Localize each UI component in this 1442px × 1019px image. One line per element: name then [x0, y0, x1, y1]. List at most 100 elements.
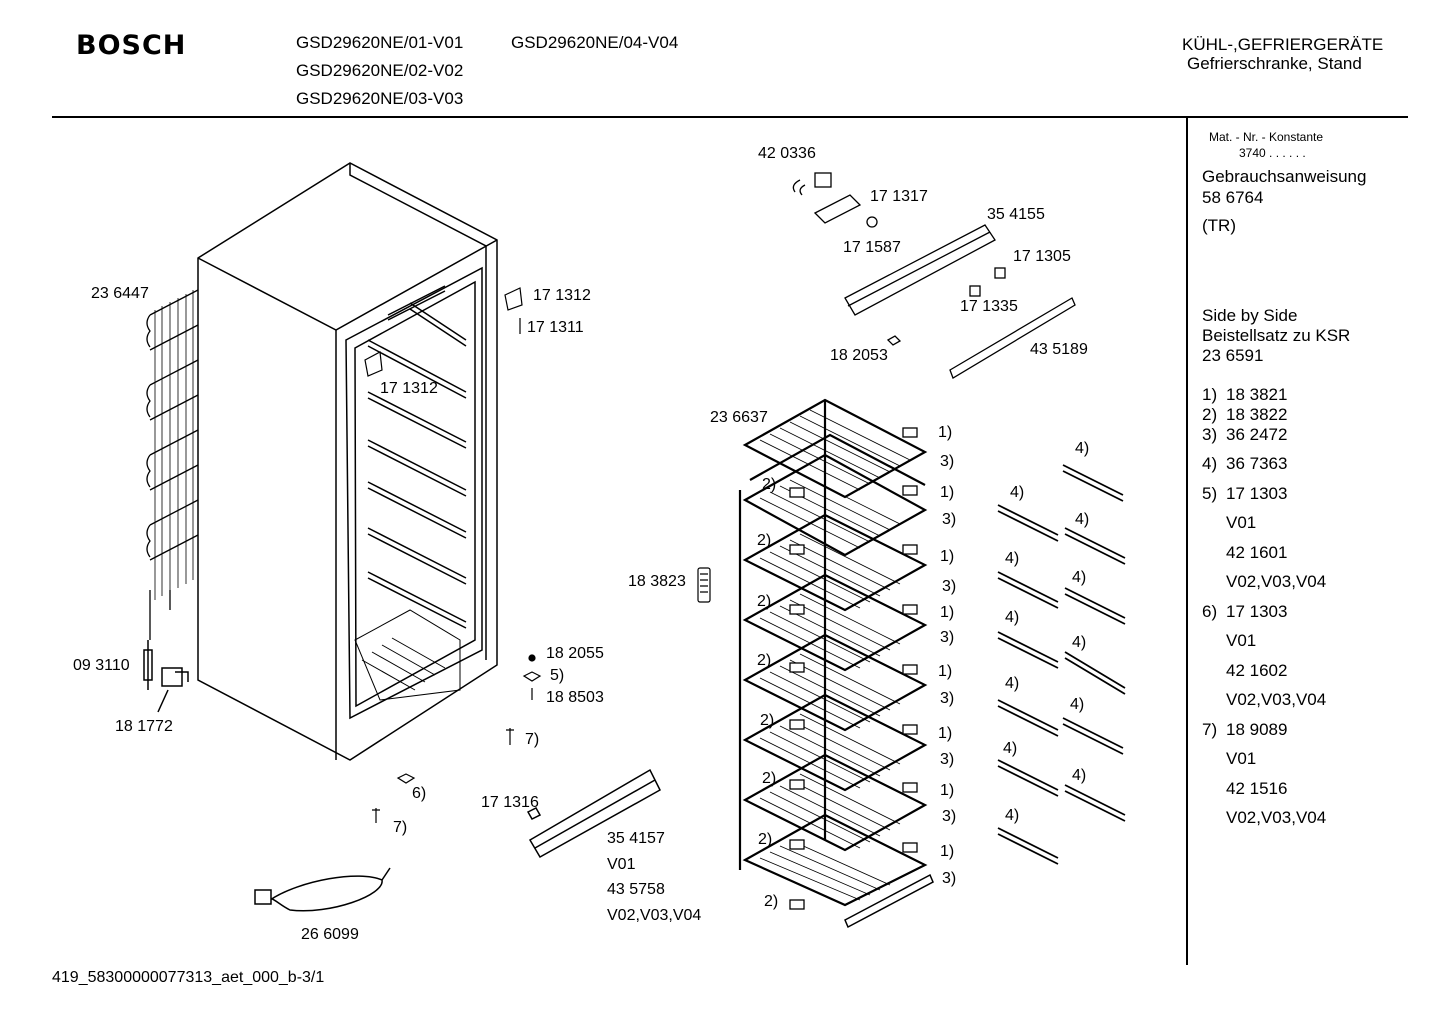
callout-4: 4) [1005, 675, 1020, 692]
footnote-text: 17 1303 [1226, 602, 1288, 621]
part-label: 17 1316 [481, 794, 539, 811]
part-label: 17 1312 [380, 380, 438, 397]
part-label: 23 6637 [710, 409, 768, 426]
manual-lang: (TR) [1202, 216, 1236, 235]
callout-1: 1) [940, 484, 955, 501]
part-label: 18 2055 [546, 645, 604, 662]
footnote-text: 18 3821 [1226, 385, 1288, 404]
footnote-text: 17 1303 [1226, 484, 1288, 503]
part-label: 35 4157 [607, 830, 665, 847]
callout-4: 4) [1010, 484, 1025, 501]
footnote-text: V02,V03,V04 [1226, 690, 1327, 709]
callout-4: 4) [1075, 440, 1090, 457]
footnote-text: V02,V03,V04 [1226, 572, 1327, 591]
footnote-text: 42 1602 [1226, 661, 1288, 680]
manual-label: Gebrauchsanweisung [1202, 167, 1367, 186]
callout-1: 1) [940, 604, 955, 621]
mat-label: Mat. - Nr. - Konstante [1209, 130, 1324, 144]
callout-3: 3) [940, 690, 955, 707]
model-number: GSD29620NE/04-V04 [511, 33, 679, 52]
fridge-cabinet [197, 162, 498, 761]
sensor-parts [143, 640, 189, 713]
part-label: 18 2053 [830, 347, 888, 364]
callout-2: 2) [758, 831, 773, 848]
sbs-line: Beistellsatz zu KSR [1202, 326, 1351, 345]
footnote-num: 6) [1202, 602, 1218, 621]
part-label: 35 4155 [987, 206, 1045, 223]
callout-2: 2) [757, 532, 772, 549]
callout-2: 2) [757, 652, 772, 669]
part-label: 18 8503 [546, 689, 604, 706]
footnote-text: 36 7363 [1226, 454, 1288, 473]
part-label: V01 [607, 856, 636, 873]
callout-3: 3) [942, 808, 957, 825]
callout-2: 2) [764, 893, 779, 910]
callout-2: 2) [762, 770, 777, 787]
footnote-text: V01 [1226, 513, 1257, 532]
sbs-line: Side by Side [1202, 306, 1298, 325]
callout-1: 1) [940, 548, 955, 565]
footnote-num: 2) [1202, 405, 1218, 424]
callout-3: 3) [940, 629, 955, 646]
air-vent [697, 567, 711, 603]
footnote-num: 3) [1202, 425, 1218, 444]
part-label: V02,V03,V04 [607, 907, 702, 924]
part-label: 26 6099 [301, 926, 359, 943]
callout-4: 4) [1003, 740, 1018, 757]
callout-4: 4) [1070, 696, 1085, 713]
sbs-line: 23 6591 [1202, 346, 1264, 365]
part-label: 17 1587 [843, 239, 901, 256]
subcategory-title: Gefrierschranke, Stand [1187, 54, 1362, 73]
small-parts [372, 654, 542, 823]
callout-4: 4) [1072, 569, 1087, 586]
door-bin [526, 768, 661, 859]
manual-number: 58 6764 [1202, 188, 1264, 207]
callout-4: 4) [1072, 634, 1087, 651]
mat-value: 3740 . . . . . . [1239, 146, 1306, 160]
part-label: 18 3823 [628, 573, 686, 590]
part-label: 43 5189 [1030, 341, 1088, 358]
shelf-rails [354, 302, 467, 701]
callout-3: 3) [942, 578, 957, 595]
footnote-text: 18 9089 [1226, 720, 1288, 739]
part-label: 23 6447 [91, 285, 149, 302]
power-cord [254, 867, 391, 912]
footnote-text: 42 1601 [1226, 543, 1288, 562]
part-label: 17 1305 [1013, 248, 1071, 265]
footnote-text: V01 [1226, 631, 1257, 650]
evaporator-fins [759, 409, 911, 901]
part-label: 09 3110 [73, 657, 130, 674]
callout-3: 3) [940, 751, 955, 768]
condenser-coil [146, 289, 199, 640]
loose-rails [997, 464, 1126, 865]
callout-1: 1) [940, 843, 955, 860]
part-label: 17 1317 [870, 188, 928, 205]
part-label: 5) [550, 667, 565, 684]
callout-1: 1) [938, 424, 953, 441]
callout-1: 1) [940, 782, 955, 799]
footnote-text: 18 3822 [1226, 405, 1288, 424]
model-number: GSD29620NE/01-V01 [296, 33, 464, 52]
model-number: GSD29620NE/02-V02 [296, 61, 464, 80]
shelf-clips [789, 427, 918, 910]
callout-4: 4) [1005, 550, 1020, 567]
hinge-parts [364, 287, 523, 377]
footnote-text: V01 [1226, 749, 1257, 768]
callout-4: 4) [1072, 767, 1087, 784]
callout-4: 4) [1005, 609, 1020, 626]
footnote-num: 7) [1202, 720, 1218, 739]
part-label: 42 0336 [758, 145, 816, 162]
part-label: 43 5758 [607, 881, 665, 898]
callout-3: 3) [942, 870, 957, 887]
part-label: 18 1772 [115, 718, 173, 735]
callout-2: 2) [760, 712, 775, 729]
footnote-text: 42 1516 [1226, 779, 1288, 798]
callout-4: 4) [1005, 807, 1020, 824]
part-label: 17 1311 [527, 319, 584, 336]
document-code: 419_58300000077313_aet_000_b-3/1 [52, 969, 325, 986]
part-label: 17 1335 [960, 298, 1018, 315]
category-title: KÜHL-,GEFRIERGERÄTE [1182, 35, 1384, 54]
callout-1: 1) [938, 663, 953, 680]
callout-2: 2) [757, 593, 772, 610]
